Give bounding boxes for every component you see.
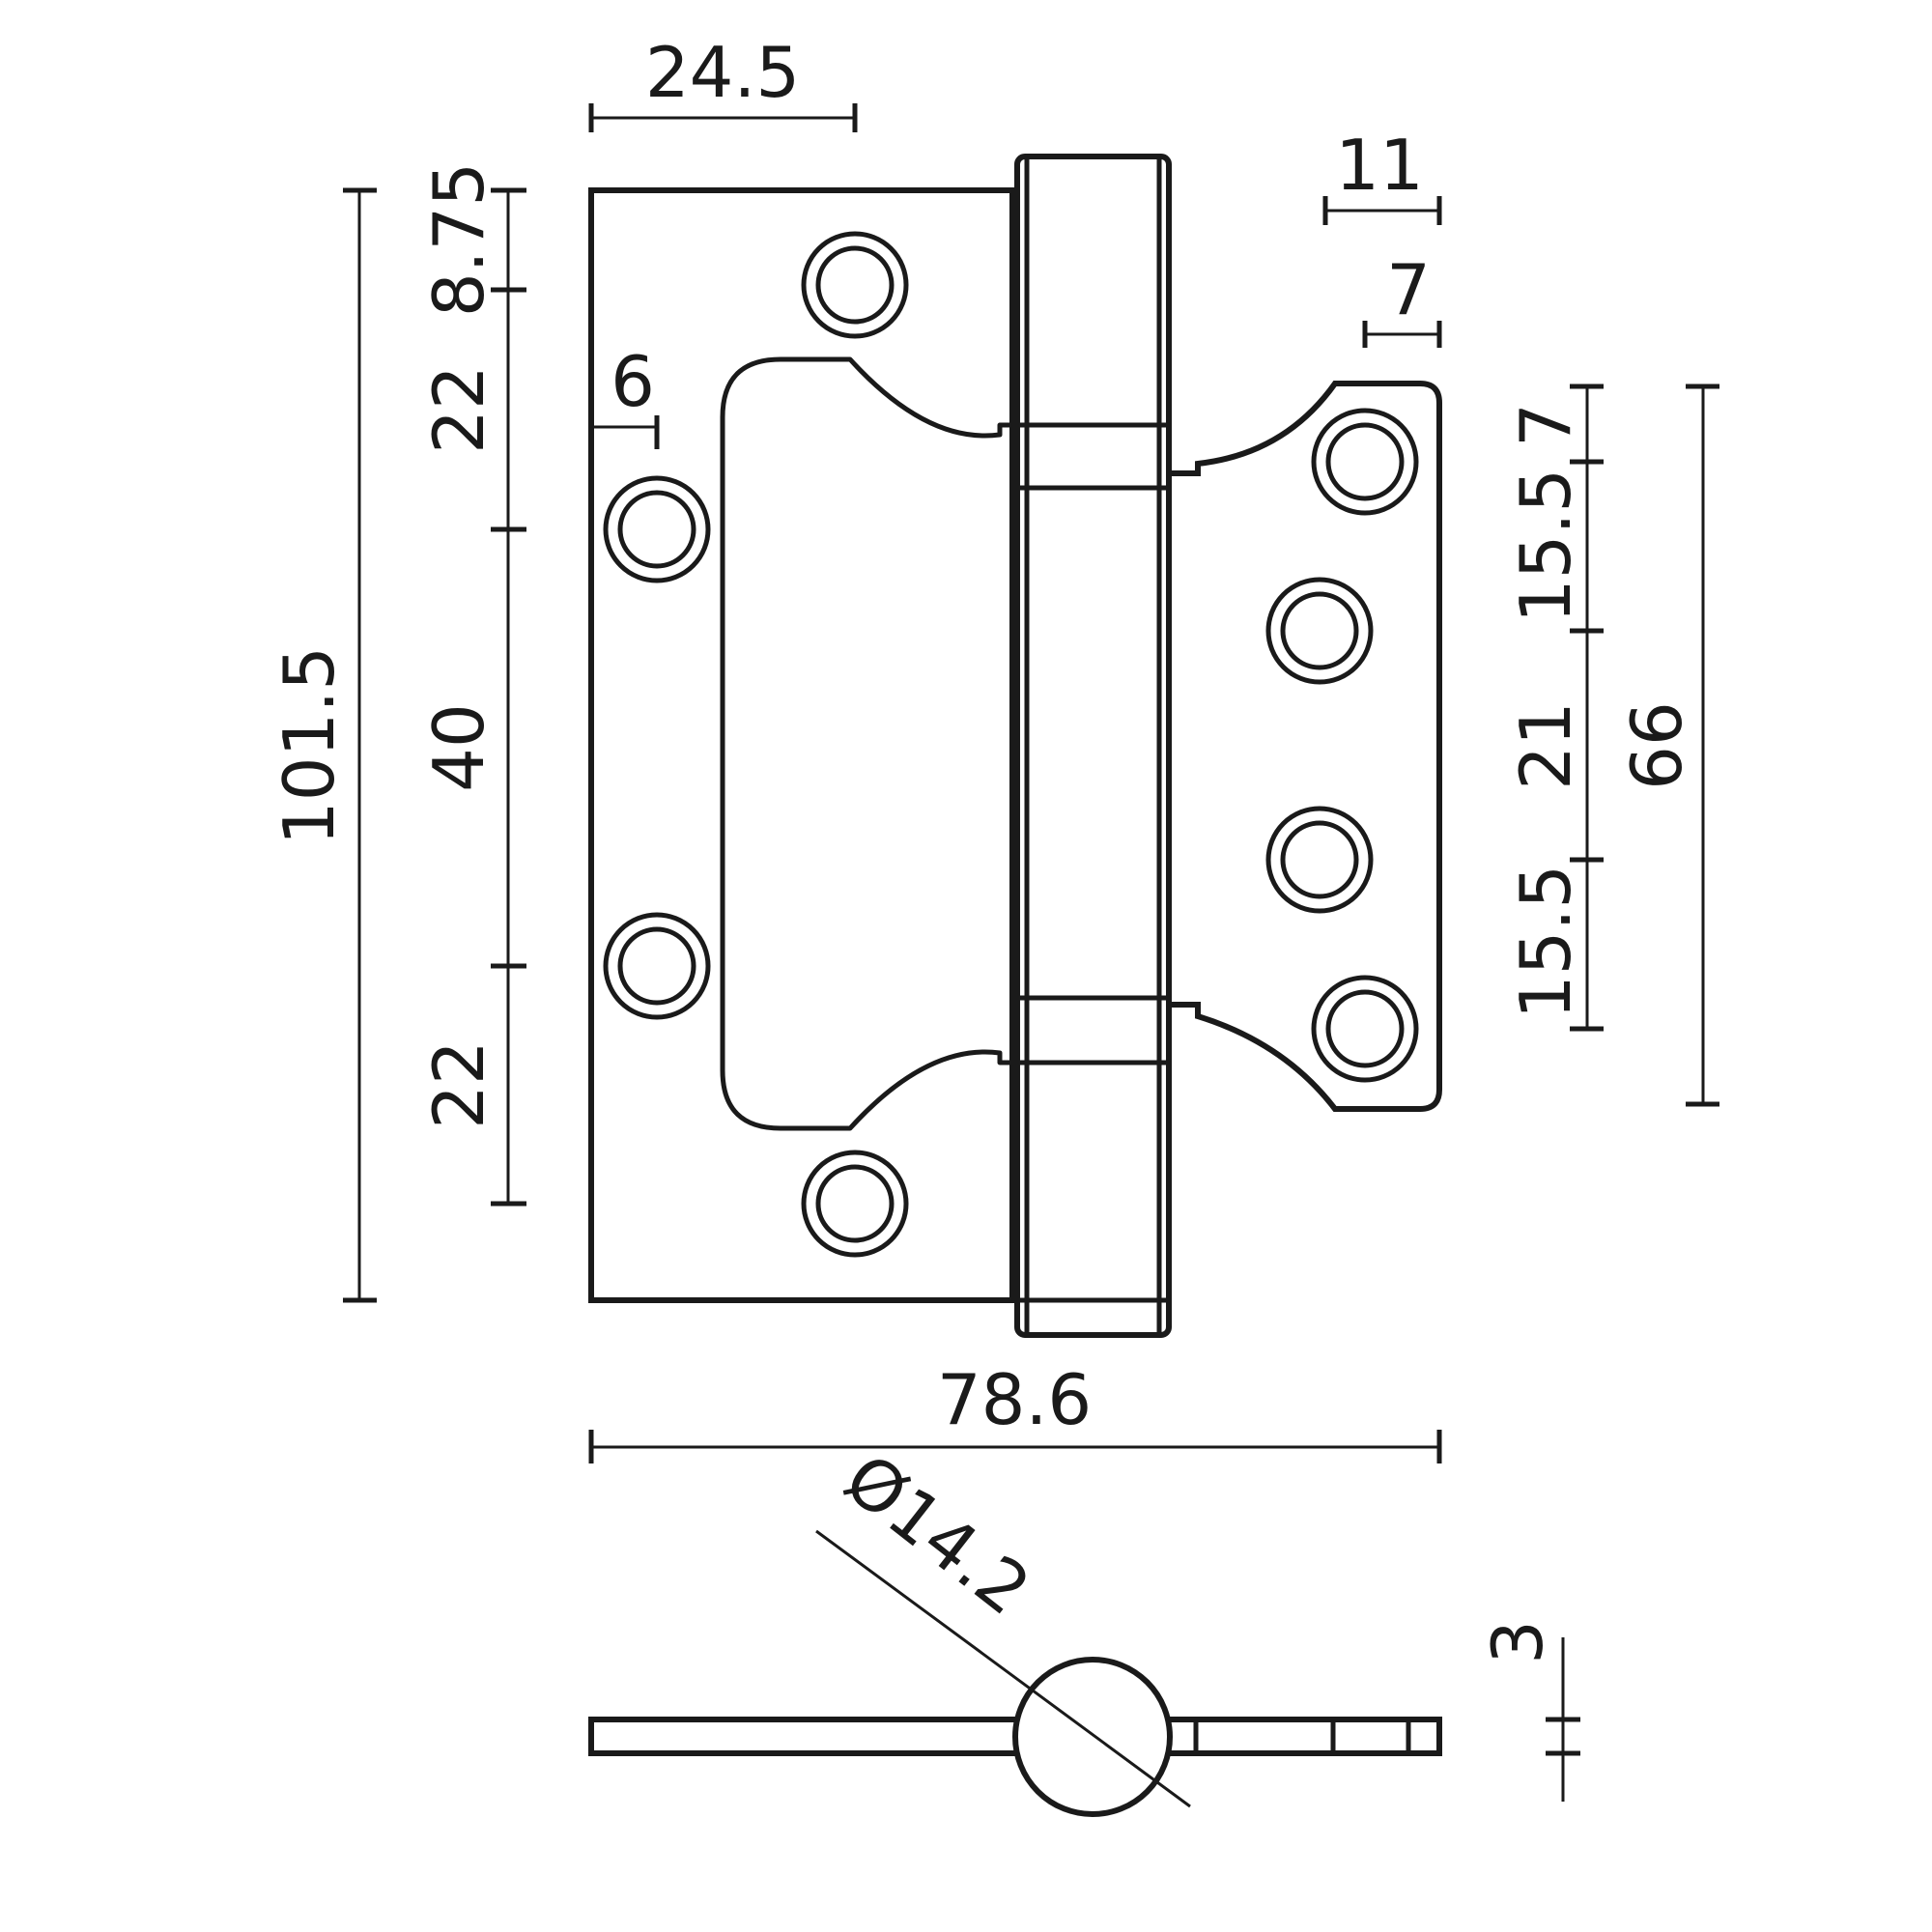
- label-right-seg-15-5-lower: 15.5: [1505, 865, 1586, 1019]
- label-top-width: 24.5: [645, 32, 800, 113]
- left-hole-lower: [603, 912, 711, 1020]
- right-hole-4: [1311, 975, 1419, 1083]
- label-right-seg-7: 7: [1505, 403, 1586, 447]
- dim-hole-chain-right: 7 15.5 21 15.5: [1505, 384, 1604, 1032]
- label-seg-top: 8.75: [418, 162, 499, 317]
- left-leaf-holes: [603, 231, 909, 1258]
- label-right-total: 66: [1616, 701, 1697, 790]
- diameter-leader-line: [815, 1529, 1191, 1808]
- label-right-seg-21: 21: [1505, 701, 1586, 790]
- left-leaf-plate: [588, 187, 1015, 1303]
- left-leaf-cutout: [720, 356, 1017, 1131]
- dim-hole-offset: 6: [588, 341, 660, 449]
- right-leaf-holes: [1265, 408, 1419, 1083]
- dim-total-height: 101.5: [269, 187, 377, 1303]
- knuckle-section-circle: [1012, 1657, 1173, 1817]
- left-hole-upper: [603, 475, 711, 583]
- right-hole-2: [1265, 577, 1374, 685]
- dim-overall-width: 78.6: [588, 1359, 1442, 1463]
- hinge-end-view: Ø14.2: [588, 1437, 1442, 1817]
- label-knuckle-diameter: Ø14.2: [830, 1437, 1045, 1631]
- label-seg-22-upper: 22: [418, 365, 499, 454]
- hinge-front-view: [588, 154, 1442, 1338]
- label-right-small: 7: [1386, 249, 1431, 330]
- dim-right-width: 11: [1322, 125, 1442, 225]
- dim-thickness: 3: [1477, 1620, 1580, 1802]
- dim-hole-chain-left: 8.75 22 40 22: [418, 162, 526, 1207]
- dim-top-width: 24.5: [588, 32, 858, 132]
- left-hole-bottom-right: [801, 1150, 909, 1258]
- label-total-height: 101.5: [269, 646, 350, 845]
- knuckle-barrel: [1014, 154, 1172, 1338]
- right-leaf-section: [1161, 1717, 1442, 1756]
- right-hole-1: [1311, 408, 1419, 516]
- label-thickness: 3: [1477, 1620, 1558, 1664]
- right-hole-3: [1265, 806, 1374, 914]
- label-hole-offset: 6: [611, 341, 655, 422]
- left-leaf-section: [588, 1717, 1024, 1756]
- label-seg-22-lower: 22: [418, 1040, 499, 1129]
- label-overall-width: 78.6: [937, 1359, 1092, 1440]
- dim-right-total: 66: [1616, 384, 1719, 1107]
- label-right-width: 11: [1335, 125, 1424, 206]
- label-seg-40: 40: [418, 703, 499, 792]
- label-right-seg-15-5-upper: 15.5: [1505, 469, 1586, 623]
- dim-right-small: 7: [1362, 249, 1442, 348]
- right-leaf-plate: [1164, 381, 1442, 1112]
- left-hole-top-right: [801, 231, 909, 339]
